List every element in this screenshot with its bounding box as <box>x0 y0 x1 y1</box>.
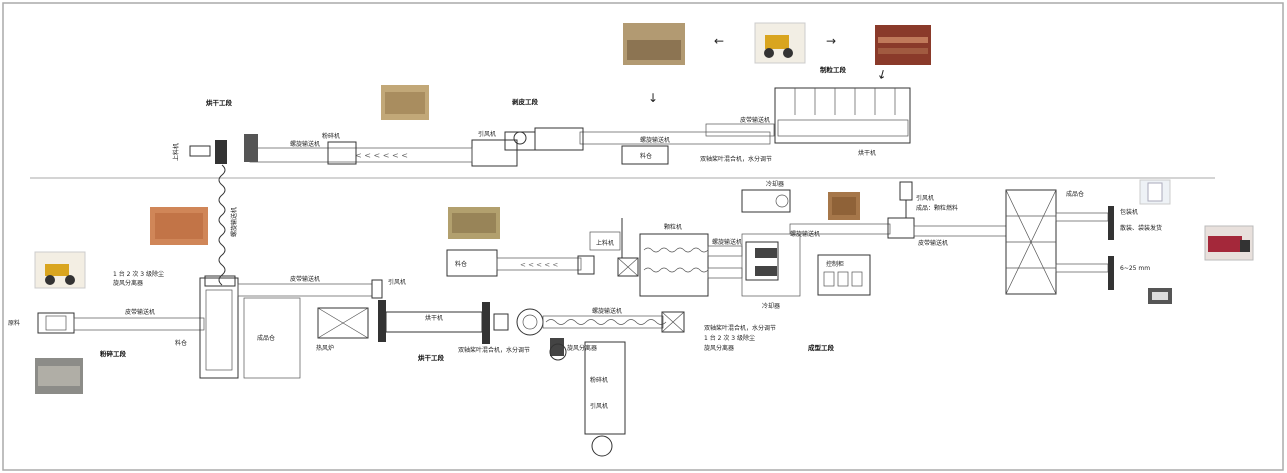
hammer-mill-b <box>584 341 626 435</box>
label-bin-mid: 料仓 <box>455 260 467 268</box>
pellet-mill-group <box>639 233 709 297</box>
label-cooler-b: 冷却器 <box>762 302 780 310</box>
arrow-right-icon: → <box>826 34 836 48</box>
label-drying: 烘干工段 <box>206 98 233 107</box>
peeling-machine <box>774 87 911 144</box>
label-packing: 包装机 <box>1120 208 1138 216</box>
screw-conveyor-b <box>542 315 664 329</box>
control-cabinet <box>817 254 871 296</box>
label-drum-dryer: 烘干机 <box>425 314 443 322</box>
label-cooler: 冷却器 <box>766 180 784 188</box>
label-screw-top2: 螺旋输送机 <box>290 140 320 148</box>
top-motor-2 <box>215 140 227 164</box>
vertical-screw <box>218 164 226 286</box>
bin-tower <box>199 277 239 379</box>
top-conveyor-right <box>579 131 771 145</box>
label-belt-bl: 皮带输送机 <box>125 308 155 316</box>
note-product: 成品：颗粒燃料 <box>916 204 958 212</box>
cooler <box>741 189 791 213</box>
label-screw-b: 螺旋输送机 <box>592 307 622 315</box>
note-shipping: 散装、袋装发货 <box>1120 224 1162 232</box>
label-storage-t: 成品仓 <box>1066 190 1084 198</box>
label-raw: 原料 <box>8 319 20 327</box>
motor-b <box>591 435 613 457</box>
svg-text:< < < < <: < < < < < <box>520 261 558 269</box>
photo-logs <box>875 25 931 65</box>
note-mixing-b: 双轴桨叶混合机，水分调节 <box>458 346 530 354</box>
label-belt-b2: 皮带输送机 <box>290 275 320 283</box>
label-furnace: 热风炉 <box>316 344 334 352</box>
pellet-valve <box>661 311 685 333</box>
storage-room <box>243 297 301 379</box>
label-drying-bottom: 烘干工段 <box>418 353 445 362</box>
label-storage-bl: 成品仓 <box>257 334 275 342</box>
label-bin-top: 料仓 <box>640 152 652 160</box>
label-screw-top: 螺旋输送机 <box>640 136 670 144</box>
note-mixing: 双轴桨叶混合机，水分调节 <box>700 155 772 163</box>
arrow-left-icon: ← <box>714 34 724 48</box>
hot-air-furnace <box>317 307 369 339</box>
label-cyclone-pm: 旋风分离器 <box>704 344 734 352</box>
label-pellet-mill: 颗粒机 <box>664 223 682 231</box>
label-cyclone-b: 旋风分离器 <box>567 344 597 352</box>
mid-conveyor <box>496 257 582 271</box>
note-dust-pm: 1 台 2 次 3 级除尘 <box>704 334 755 342</box>
label-control: 控制柜 <box>826 260 844 268</box>
label-bin-bl: 料仓 <box>175 339 187 347</box>
svg-text:< < < < < <: < < < < < < <box>355 151 408 160</box>
top-hammer-mill <box>327 141 357 165</box>
label-screw-pm: 螺旋输送机 <box>712 238 742 246</box>
pellet-frame <box>741 233 801 297</box>
label-fan-top: 引风机 <box>478 130 496 138</box>
note-mixing-pm: 双轴桨叶混合机，水分调节 <box>704 324 776 332</box>
label-size: 6~25 mm <box>1120 265 1150 272</box>
mixer-valve <box>617 257 639 277</box>
label-fan-t: 引风机 <box>916 194 934 202</box>
label-forming: 成型工段 <box>808 343 835 352</box>
label-belt-top: 皮带输送机 <box>740 116 770 124</box>
label-vertical-screw: 螺旋输送机 <box>230 207 238 237</box>
arrow-down-icon: ↓ <box>648 91 658 105</box>
top-bin <box>621 145 669 165</box>
conveyor-to-tower <box>789 223 891 235</box>
label-fan-b2: 引风机 <box>590 402 608 410</box>
label-belt-t: 皮带输送机 <box>918 239 948 247</box>
label-peeling: 剥皮工段 <box>512 97 539 106</box>
label-hammer-top: 粉碎机 <box>322 132 340 140</box>
label-dryer-top: 烘干机 <box>858 149 876 157</box>
label-hammer-b: 粉碎机 <box>590 376 608 384</box>
label-crushing: 粉碎工段 <box>100 349 127 358</box>
label-cyclone-bl: 旋风分离器 <box>113 279 143 287</box>
note-dust: 1 台 2 次 3 级除尘 <box>113 270 164 278</box>
label-feeding-top: 上料机 <box>172 143 180 161</box>
label-pelletizing: 制粒工段 <box>820 65 847 74</box>
label-fan-b: 引风机 <box>388 278 406 286</box>
label-feeding-mid: 上料机 <box>596 239 614 247</box>
top-motor-1 <box>244 134 258 162</box>
bottom-conveyor-1 <box>73 317 205 331</box>
